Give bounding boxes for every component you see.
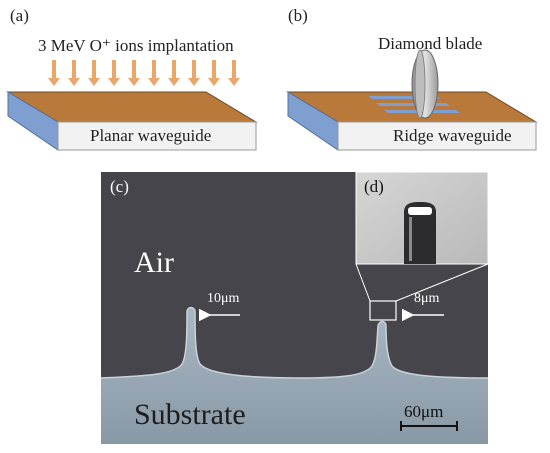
ion-arrow: [188, 60, 200, 86]
ion-arrow: [228, 60, 240, 86]
panel-c-tag: (c): [110, 177, 129, 196]
groove: [376, 103, 450, 106]
planar-waveguide-label: Planar waveguide: [90, 126, 212, 145]
zoom-box: [369, 300, 397, 321]
panel-d-inset: [355, 171, 489, 265]
air-label: Air: [134, 246, 174, 279]
ion-arrow: [48, 60, 60, 86]
substrate-edge: [100, 306, 489, 379]
left-width-label: 10μm: [207, 291, 240, 306]
ridge-front-face: [337, 121, 537, 151]
diamond-blade-label: Diamond blade: [378, 34, 483, 53]
ion-arrow: [108, 60, 120, 86]
ion-implantation-label: 3 MeV O⁺ ions implantation: [38, 36, 234, 55]
zoom-line-right: [395, 263, 489, 302]
ion-arrow: [128, 60, 140, 86]
diamond-blade: [411, 49, 439, 119]
ion-arrow: [88, 60, 100, 86]
ion-arrow: [68, 60, 80, 86]
ridge-waveguide-label: Ridge waveguide: [393, 126, 512, 145]
zoom-line-left: [355, 263, 371, 302]
panel-b-tag: (b): [288, 6, 308, 25]
ion-arrow: [208, 60, 220, 86]
substrate-region: [101, 307, 488, 444]
panel-b-diagram: [286, 49, 538, 151]
ion-arrows: [48, 60, 240, 86]
panel-a-diagram: [6, 60, 258, 151]
substrate-label: Substrate: [134, 398, 246, 431]
panel-a-tag: (a): [10, 6, 29, 25]
panel-d-tag: (d): [364, 177, 384, 196]
ion-arrow: [148, 60, 160, 86]
crystal-front-face: [57, 121, 257, 151]
right-width-label: 8μm: [414, 291, 440, 306]
scale-bar-label: 60μm: [404, 402, 444, 421]
ridge-highlight: [408, 207, 432, 215]
ion-arrow: [168, 60, 180, 86]
